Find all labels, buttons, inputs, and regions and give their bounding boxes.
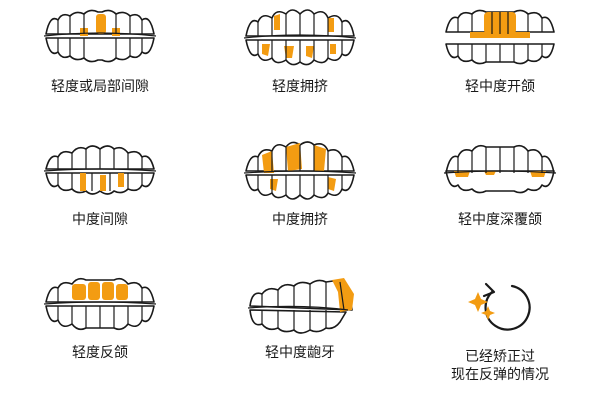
teeth-mild-deep-bite-icon: [443, 144, 557, 194]
case-label: 中度间隙: [72, 212, 128, 228]
case-label: 轻中度深覆颌: [458, 212, 542, 228]
case-mild-open-bite: 轻中度开颌: [400, 0, 600, 133]
case-mild-deep-bite: 轻中度深覆颌: [400, 133, 600, 266]
case-relapse: 已经矫正过 现在反弹的情况: [400, 266, 600, 399]
teeth-mild-overjet-icon: [247, 278, 354, 334]
case-moderate-gaps: 中度间隙: [0, 133, 200, 266]
teeth-mild-underbite-icon: [43, 277, 157, 331]
case-label: 轻中度龅牙: [265, 345, 335, 361]
case-mild-crowding: 轻度拥挤: [200, 0, 400, 133]
case-label: 轻度或局部间隙: [51, 79, 149, 95]
case-mild-overjet: 轻中度龅牙: [200, 266, 400, 399]
teeth-mild-gaps-icon: [43, 9, 157, 63]
case-label: 轻度拥挤: [272, 79, 328, 95]
case-label-line1: 已经矫正过: [465, 349, 535, 365]
teeth-moderate-crowding-icon: [243, 141, 357, 200]
teeth-mild-open-bite-icon: [445, 9, 555, 65]
teeth-moderate-gaps-icon: [43, 145, 157, 195]
case-label: 轻中度开颌: [465, 79, 535, 95]
teeth-mild-crowding-icon: [243, 9, 357, 66]
relapse-arrow-sparkle-icon: [468, 282, 531, 331]
case-moderate-crowding: 中度拥挤: [200, 133, 400, 266]
case-mild-underbite: 轻度反颌: [0, 266, 200, 399]
case-label-line2: 现在反弹的情况: [451, 367, 549, 383]
case-label: 中度拥挤: [272, 212, 328, 228]
case-mild-gaps: 轻度或局部间隙: [0, 0, 200, 133]
case-label: 轻度反颌: [72, 345, 128, 361]
